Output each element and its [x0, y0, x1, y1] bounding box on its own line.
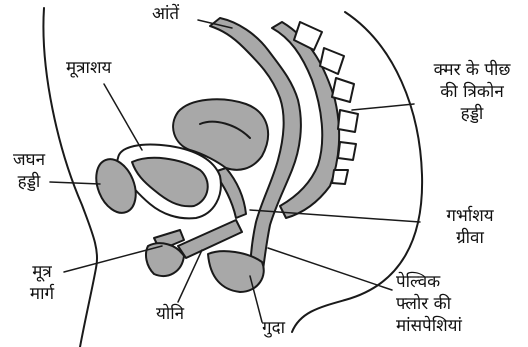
- label-pubic-bone-line1: जघन: [2, 150, 56, 170]
- leader-tailbone: [352, 104, 414, 110]
- label-tailbone-line3: हड्डी: [420, 104, 524, 124]
- label-pelvic-floor-line1: पेल्विक: [396, 272, 440, 292]
- leader-pubic-bone: [50, 182, 100, 184]
- label-pelvic-floor-line2: फ्लोर की: [396, 294, 451, 314]
- leader-pelvic-floor: [268, 248, 392, 290]
- label-intestines: आंतें: [152, 4, 179, 24]
- leader-bladder: [104, 84, 142, 150]
- label-cervix-line1: गर्भाशय: [424, 206, 516, 226]
- label-vagina: योनि: [156, 304, 184, 324]
- label-anus: गुदा: [262, 318, 285, 338]
- label-tailbone-line1: क्मर के पीछ: [420, 60, 524, 80]
- label-bladder: मूत्राशय: [66, 58, 111, 78]
- label-tailbone-line2: की त्रिकोन: [420, 82, 524, 102]
- label-urethra-line1: मूत्र: [14, 262, 70, 282]
- label-pelvic-floor-line3: मांसपेशियां: [396, 316, 462, 336]
- label-cervix-line2: ग्रीवा: [424, 228, 516, 248]
- label-pubic-bone-line2: हड्डी: [2, 172, 56, 192]
- label-urethra-line2: मार्ग: [14, 284, 70, 304]
- leader-cervix: [250, 210, 420, 222]
- pelvic-floor-muscle-back: [208, 251, 264, 292]
